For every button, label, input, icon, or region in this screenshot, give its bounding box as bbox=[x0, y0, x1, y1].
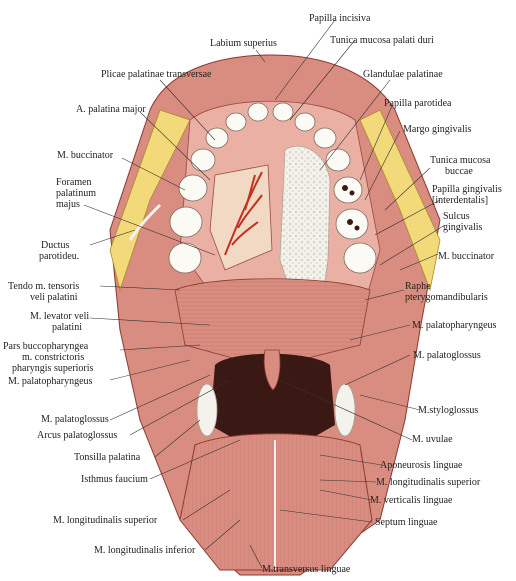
label-pars-1: Pars buccopharyngea bbox=[3, 341, 89, 352]
label-foramen-3: majus bbox=[56, 199, 80, 210]
label-margo-gingivalis: Margo gingivalis bbox=[403, 124, 472, 135]
label-m-transversus-linguae: M.transversus linguae bbox=[262, 564, 351, 575]
label-pars-3: pharyngis superioris bbox=[12, 363, 94, 374]
label-levator-1: M. levator veli bbox=[30, 311, 90, 322]
label-ductus-2: parotideu. bbox=[39, 251, 80, 262]
isthmus-cavity bbox=[210, 353, 335, 445]
label-papilla-gingivalis-2: [interdentalis] bbox=[432, 195, 489, 206]
label-levator-2: palatini bbox=[52, 322, 82, 333]
ductus-parotideus bbox=[128, 203, 162, 241]
label-m-buccinator-right: M. buccinator bbox=[438, 251, 495, 262]
label-tunica-mucosa-palati-duri: Tunica mucosa palati duri bbox=[330, 35, 434, 46]
label-tunica-mucosa-buccae-2: buccae bbox=[445, 166, 473, 177]
label-raphe-1: Raphe bbox=[405, 281, 431, 292]
label-m-verticalis-linguae: M. verticalis linguae bbox=[370, 495, 453, 506]
label-m-longitudinalis-inferior: M. longitudinalis inferior bbox=[94, 545, 196, 556]
leader-lines bbox=[83, 19, 446, 569]
label-sulcus-1: Sulcus bbox=[443, 211, 470, 222]
label-glandulae-palatinae: Glandulae palatinae bbox=[363, 69, 443, 80]
label-ductus-1: Ductus bbox=[41, 240, 70, 251]
label-m-palatopharyngeus-left: M. palatopharyngeus bbox=[8, 376, 93, 387]
tonsilla-right bbox=[334, 383, 356, 437]
label-raphe-2: pterygomandibularis bbox=[405, 292, 488, 303]
upper-teeth bbox=[168, 102, 377, 274]
label-foramen-2: palatinum bbox=[56, 188, 96, 199]
label-m-styloglossus: M.styloglossus bbox=[418, 405, 479, 416]
label-papilla-parotidea: Papilla parotidea bbox=[384, 98, 452, 109]
label-papilla-incisiva: Papilla incisiva bbox=[309, 13, 371, 24]
label-pars-2: m. constrictoris bbox=[22, 352, 85, 363]
label-labium-superius: Labium superius bbox=[210, 38, 277, 49]
label-m-buccinator-left: M. buccinator bbox=[57, 150, 114, 161]
label-tendo-2: veli palatini bbox=[30, 292, 78, 303]
a-palatina-major-vessels bbox=[224, 171, 263, 256]
label-a-palatina-major: A. palatina major bbox=[76, 104, 146, 115]
fat-pad-right bbox=[359, 109, 441, 292]
label-papilla-gingivalis-1: Papilla gingivalis bbox=[432, 184, 502, 195]
label-septum-linguae: Septum linguae bbox=[375, 517, 438, 528]
label-aponeurosis-linguae: Aponeurosis linguae bbox=[380, 460, 463, 471]
label-m-longitudinalis-superior-left: M. longitudinalis superior bbox=[53, 515, 158, 526]
label-m-palatoglossus-right: M. palatoglossus bbox=[413, 350, 481, 361]
label-m-palatoglossus-left: M. palatoglossus bbox=[41, 414, 109, 425]
label-m-uvulae: M. uvulae bbox=[412, 434, 453, 445]
label-tonsilla-palatina: Tonsilla palatina bbox=[74, 452, 141, 463]
label-foramen-1: Foramen bbox=[56, 177, 92, 188]
fat-pad-left bbox=[109, 109, 191, 292]
molar-sockets bbox=[342, 185, 360, 231]
label-m-palatopharyngeus-right: M. palatopharyngeus bbox=[412, 320, 497, 331]
tonsilla-left bbox=[196, 383, 218, 437]
label-sulcus-2: gingivalis bbox=[443, 222, 483, 233]
label-plicae-palatinae: Plicae palatinae transversae bbox=[101, 69, 212, 80]
label-isthmus-faucium: Isthmus faucium bbox=[81, 474, 148, 485]
label-arcus-palatoglossus: Arcus palatoglossus bbox=[37, 430, 118, 441]
uvula bbox=[263, 349, 281, 391]
label-tendo-1: Tendo m. tensoris bbox=[8, 281, 80, 292]
label-tunica-mucosa-buccae-1: Tunica mucosa bbox=[430, 155, 491, 166]
label-m-longitudinalis-superior-right: M. longitudinalis superior bbox=[376, 477, 481, 488]
